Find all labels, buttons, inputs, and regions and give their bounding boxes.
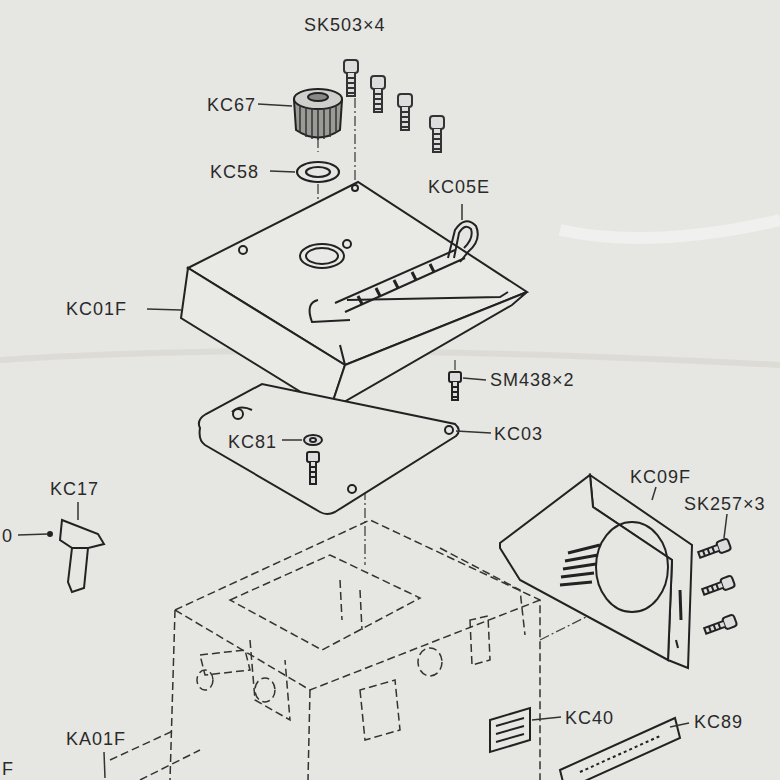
plate-kc03 [199, 384, 459, 514]
part-label: KC17 [50, 480, 99, 498]
parts-kc40-kc89 [490, 708, 680, 780]
machine-body-dashed [110, 520, 540, 780]
handle-kc05e [448, 221, 478, 262]
screws-sk503 [344, 60, 444, 152]
part-label: KC03 [494, 425, 543, 443]
washer-kc58 [297, 162, 339, 182]
part-label: KC09F [630, 468, 691, 486]
part-label: F [2, 760, 14, 778]
part-label: KC58 [210, 163, 259, 181]
bracket-kc17 [48, 520, 104, 592]
part-label: SM438×2 [490, 371, 575, 389]
leader-lines [18, 104, 727, 778]
screws-sk257 [697, 538, 737, 636]
screw-sm438 [449, 372, 461, 400]
part-label: 0 [2, 527, 13, 545]
part-label: KC05E [428, 178, 490, 196]
part-label: KC40 [565, 709, 614, 727]
part-label: KC01F [66, 300, 127, 318]
knob-kc67 [294, 89, 342, 140]
part-label: SK503×4 [304, 16, 386, 34]
part-label: KA01F [66, 730, 126, 748]
part-label: KC89 [694, 713, 743, 731]
bracket-kc09f [500, 475, 692, 668]
part-label: KC67 [207, 96, 256, 114]
part-label: SK257×3 [684, 495, 766, 513]
washer-screw-kc81 [304, 435, 322, 484]
part-label: KC81 [228, 433, 277, 451]
cover-kc01f [181, 182, 527, 410]
